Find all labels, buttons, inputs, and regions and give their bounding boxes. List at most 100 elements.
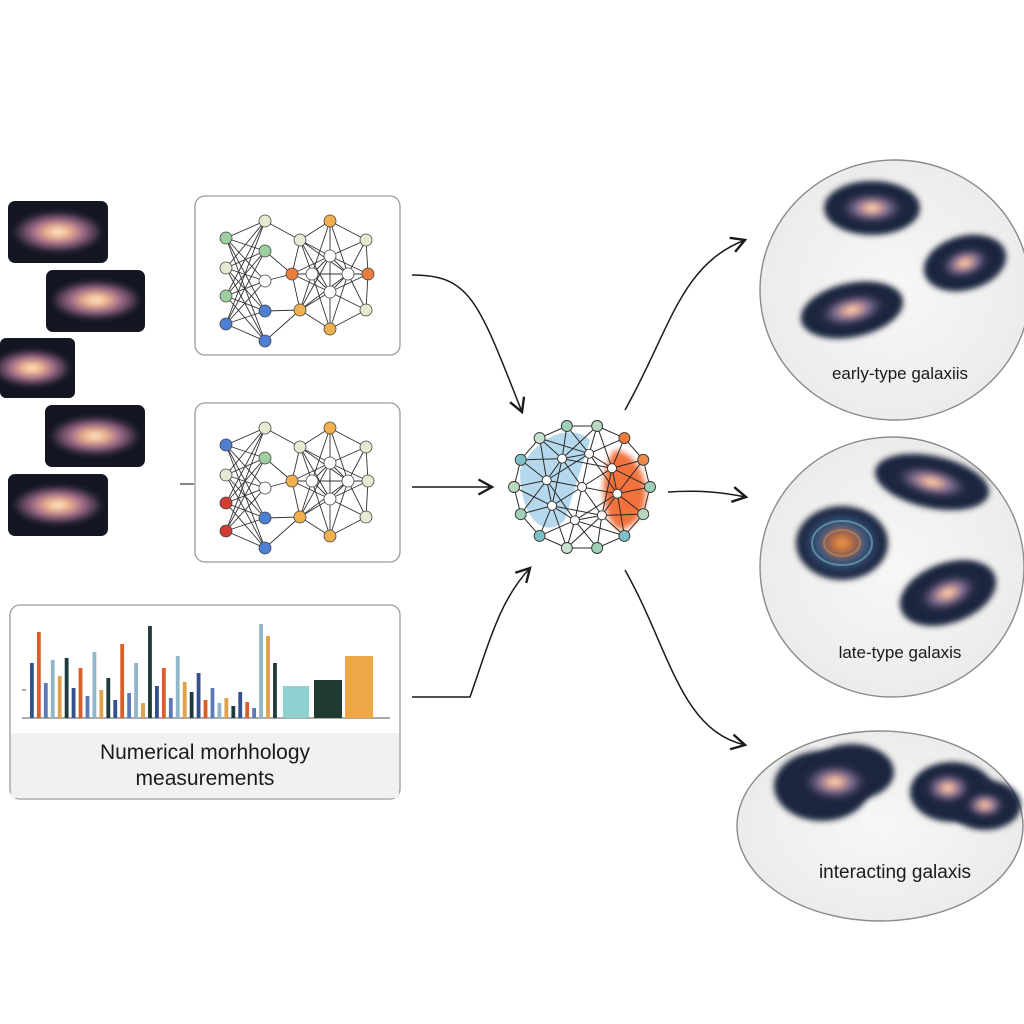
interacting-label: interacting galaxis bbox=[818, 862, 972, 883]
bar bbox=[43, 683, 48, 718]
hub-node bbox=[591, 542, 604, 554]
network-edge bbox=[225, 220, 266, 297]
network-edge bbox=[264, 516, 301, 549]
network-edge bbox=[225, 267, 266, 282]
hub-node bbox=[541, 475, 552, 486]
early-type-label: early-type galaxiis bbox=[831, 364, 969, 383]
late-type-label: late-type galaxis bbox=[838, 643, 962, 662]
class-early-type bbox=[759, 159, 1024, 421]
measurements-caption-line1: Numerical morhhology bbox=[99, 741, 311, 764]
hub-edge bbox=[581, 486, 603, 516]
network-node bbox=[258, 304, 272, 318]
network-edge bbox=[329, 516, 367, 537]
network-edge bbox=[311, 273, 331, 330]
network-node bbox=[285, 267, 299, 281]
network-node bbox=[359, 303, 373, 317]
bar bbox=[314, 680, 342, 718]
network-node bbox=[258, 541, 272, 555]
hub-node bbox=[533, 432, 546, 445]
bar bbox=[120, 644, 125, 718]
network-edge bbox=[329, 309, 367, 330]
hub-edge bbox=[546, 479, 583, 488]
network-edge bbox=[225, 427, 266, 446]
network-edge bbox=[329, 273, 349, 330]
bar bbox=[175, 656, 180, 718]
bar bbox=[189, 692, 194, 718]
network-edge bbox=[264, 220, 301, 241]
network-node bbox=[219, 524, 233, 538]
network-edge bbox=[225, 474, 266, 519]
bar bbox=[155, 686, 159, 718]
hub-edge bbox=[520, 458, 563, 461]
bar bbox=[168, 698, 173, 718]
hub-node bbox=[596, 510, 607, 521]
network-node bbox=[361, 474, 375, 488]
central-network-hub bbox=[508, 420, 656, 554]
network-edge bbox=[329, 427, 367, 448]
hub-edge bbox=[513, 486, 553, 507]
hub-edge bbox=[566, 514, 603, 549]
network-node bbox=[323, 529, 337, 543]
hub-node bbox=[584, 448, 595, 459]
arrow-top-to-hub bbox=[411, 274, 526, 415]
network-node bbox=[359, 510, 373, 524]
bar bbox=[85, 696, 90, 718]
hub-edge bbox=[581, 453, 590, 488]
network-edge bbox=[225, 457, 266, 476]
network-edge bbox=[299, 239, 331, 293]
network-edge bbox=[329, 239, 367, 257]
network-edge bbox=[225, 250, 266, 269]
bar bbox=[106, 678, 111, 718]
network-node bbox=[285, 474, 299, 488]
network-edge bbox=[225, 323, 266, 342]
hub-edge bbox=[616, 493, 625, 536]
hub-node bbox=[607, 463, 617, 474]
network-edge bbox=[329, 220, 367, 241]
bar bbox=[127, 693, 132, 718]
network-node bbox=[323, 322, 337, 336]
galaxy-thumbnail-2 bbox=[46, 270, 145, 332]
hub-edge bbox=[616, 459, 644, 495]
network-edge bbox=[329, 291, 367, 311]
network-edge bbox=[225, 310, 266, 325]
bar bbox=[224, 698, 229, 718]
bar bbox=[113, 700, 118, 718]
hub-edge bbox=[611, 467, 651, 488]
hub-node bbox=[591, 420, 604, 432]
network-edge bbox=[329, 446, 367, 464]
hub-node bbox=[569, 515, 580, 526]
network-edge bbox=[347, 480, 367, 518]
bar bbox=[210, 688, 215, 718]
bar bbox=[57, 676, 62, 718]
network-edge bbox=[291, 480, 331, 500]
bar bbox=[64, 658, 69, 718]
bar bbox=[266, 636, 270, 718]
network-node bbox=[323, 421, 337, 435]
hub-node bbox=[577, 482, 587, 492]
bar bbox=[78, 668, 83, 718]
bar bbox=[273, 663, 277, 718]
network-edge bbox=[225, 220, 266, 239]
galaxy-thumbnail-3 bbox=[0, 338, 75, 398]
network-node bbox=[219, 468, 233, 482]
hub-edge bbox=[551, 486, 583, 507]
measurements-caption-line2: measurements bbox=[135, 767, 275, 790]
hub-node bbox=[612, 488, 623, 499]
bar bbox=[231, 706, 236, 718]
network-edge bbox=[329, 255, 369, 275]
hub-edge bbox=[539, 438, 548, 481]
network-node bbox=[258, 511, 272, 525]
hub-node bbox=[560, 542, 573, 554]
hub-node bbox=[560, 420, 573, 432]
network-edge bbox=[225, 295, 266, 312]
network-node bbox=[293, 233, 307, 247]
bar bbox=[99, 690, 104, 718]
hub-node bbox=[644, 481, 656, 493]
bar bbox=[36, 632, 41, 718]
hub-node bbox=[533, 529, 546, 542]
network-edge bbox=[329, 498, 367, 518]
bar bbox=[92, 652, 97, 718]
late-type-galaxy-images bbox=[796, 453, 997, 626]
network-edge bbox=[291, 255, 331, 275]
network-node bbox=[293, 440, 307, 454]
